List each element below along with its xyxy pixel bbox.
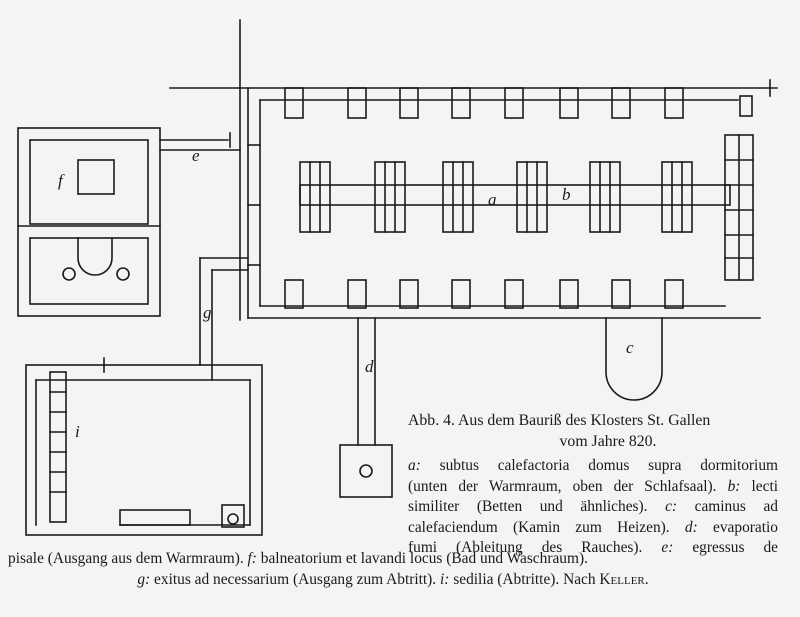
caption-line: fumi (Ableitung des Rauches). e: egressu… <box>408 538 778 559</box>
caption-key-e: e: <box>661 539 674 557</box>
caption-text: calefaciendum (Kamin zum Heizen). <box>408 518 685 536</box>
caption-key-f: f: <box>247 550 257 567</box>
caption-key-g: g: <box>137 571 151 588</box>
caption-key-b: b: <box>727 477 741 495</box>
caption-title-line2: vom Jahre 820. <box>559 433 657 450</box>
label-d: d <box>365 357 374 376</box>
label-f: f <box>58 171 65 190</box>
caption-text: caminus ad <box>677 498 779 516</box>
caption-author: Keller <box>599 571 645 588</box>
caption-line: g: exitus ad necessarium (Ausgang zum Ab… <box>8 569 778 590</box>
label-b: b <box>562 185 571 204</box>
caption-text: (unten der Warmraum, oben der Schlafsaal… <box>408 477 728 495</box>
caption-text: . <box>644 571 649 588</box>
caption-text: balneatorium et lavandi locus (Bad und W… <box>256 550 588 567</box>
caption-text: similiter (Betten und ähnliches). <box>408 498 666 516</box>
caption-line: a: subtus calefactoria domus supra dormi… <box>408 456 778 477</box>
caption-key-c: c: <box>665 498 678 516</box>
caption-text: pisale (Ausgang aus dem Warmraum). <box>8 550 248 567</box>
caption-key-i: i: <box>440 571 450 588</box>
caption-key-d: d: <box>684 518 698 536</box>
caption-line: calefaciendum (Kamin zum Heizen). d: eva… <box>408 518 778 539</box>
caption-title-line1: Abb. 4. Aus dem Bauriß des Klosters St. … <box>408 412 711 429</box>
label-i: i <box>75 422 80 441</box>
label-a: a <box>488 190 497 209</box>
caption-key-a: a: <box>408 457 421 474</box>
label-c: c <box>626 338 634 357</box>
figure-caption-title: Abb. 4. Aus dem Bauriß des Klosters St. … <box>408 410 788 452</box>
caption-text: evaporatio <box>697 518 778 536</box>
caption-line: similiter (Betten und ähnliches). c: cam… <box>408 497 778 518</box>
caption-text: egressus de <box>673 539 778 557</box>
caption-text: fumi (Ableitung des Rauches). <box>408 539 662 557</box>
label-g: g <box>203 303 212 322</box>
figure-caption-tail: pisale (Ausgang aus dem Warmraum). f: ba… <box>8 548 778 590</box>
label-e: e <box>192 146 200 165</box>
caption-text: lecti <box>740 477 779 495</box>
caption-line: (unten der Warmraum, oben der Schlafsaal… <box>408 477 778 498</box>
caption-text: subtus calefactoria domus supra dormitor… <box>420 457 778 474</box>
caption-text: sedilia (Abtritte). Nach <box>449 571 600 588</box>
caption-text: exitus ad necessarium (Ausgang zum Abtri… <box>150 571 440 588</box>
figure-caption-body: a: subtus calefactoria domus supra dormi… <box>408 456 778 559</box>
caption-line: pisale (Ausgang aus dem Warmraum). f: ba… <box>8 548 778 569</box>
